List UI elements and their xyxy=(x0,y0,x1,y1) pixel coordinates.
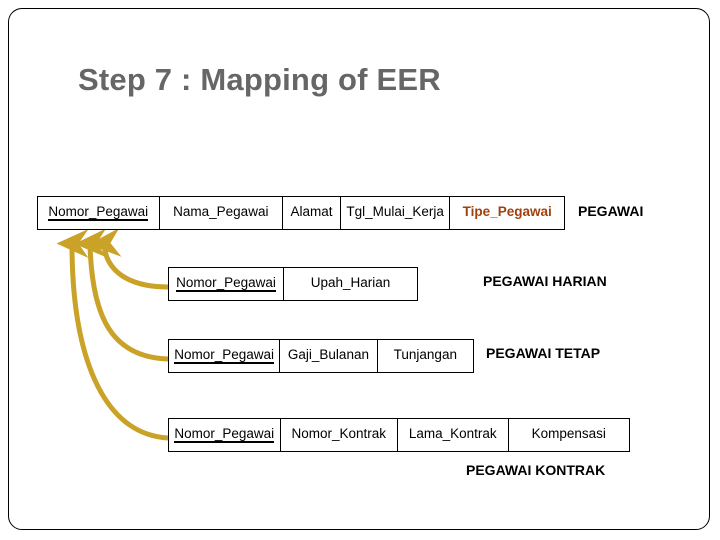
attribute-gaji-bulanan: Gaji_Bulanan xyxy=(280,340,378,372)
attribute-lama-kontrak: Lama_Kontrak xyxy=(398,419,509,451)
fk-arrow-tetap xyxy=(74,228,169,362)
attribute-upah-harian: Upah_Harian xyxy=(310,275,391,291)
relation-name-pegawai-kontrak: PEGAWAI KONTRAK xyxy=(466,462,606,478)
attribute-tipe-pegawai: Tipe_Pegawai xyxy=(462,204,552,220)
attribute-kompensasi: Kompensasi xyxy=(531,426,606,442)
relation-pegawai: Nomor_Pegawai Nama_Pegawai Alamat Tgl_Mu… xyxy=(37,196,565,230)
attribute-alamat: Alamat xyxy=(283,197,341,229)
attribute-nomor-pegawai: Nomor_Pegawai xyxy=(169,268,285,300)
relation-name-pegawai-harian: PEGAWAI HARIAN xyxy=(483,273,607,289)
fk-arrow-harian xyxy=(88,227,169,290)
attribute-tgl-mulai-kerja: Tgl_Mulai_Kerja xyxy=(341,197,451,229)
attribute-tunjangan: Tunjangan xyxy=(393,347,457,363)
attribute-nomor-pegawai: Nomor_Pegawai xyxy=(38,197,160,229)
relation-pegawai-tetap: Nomor_Pegawai Gaji_Bulanan Tunjangan xyxy=(168,339,474,373)
fk-arrow-kontrak xyxy=(56,228,169,441)
page-title: Step 7 : Mapping of EER xyxy=(78,62,441,97)
attribute-nomor-kontrak: Nomor_Kontrak xyxy=(281,419,398,451)
relation-pegawai-harian: Nomor_Pegawai Upah_Harian xyxy=(168,267,418,301)
attribute-nomor-pegawai: Nomor_Pegawai xyxy=(169,340,281,372)
relation-name-pegawai: PEGAWAI xyxy=(578,203,644,219)
relation-pegawai-kontrak: Nomor_Pegawai Nomor_Kontrak Lama_Kontrak… xyxy=(168,418,630,452)
attribute-nomor-pegawai: Nomor_Pegawai xyxy=(169,419,281,451)
attribute-nama-pegawai: Nama_Pegawai xyxy=(160,197,284,229)
relation-name-pegawai-tetap: PEGAWAI TETAP xyxy=(486,345,601,361)
